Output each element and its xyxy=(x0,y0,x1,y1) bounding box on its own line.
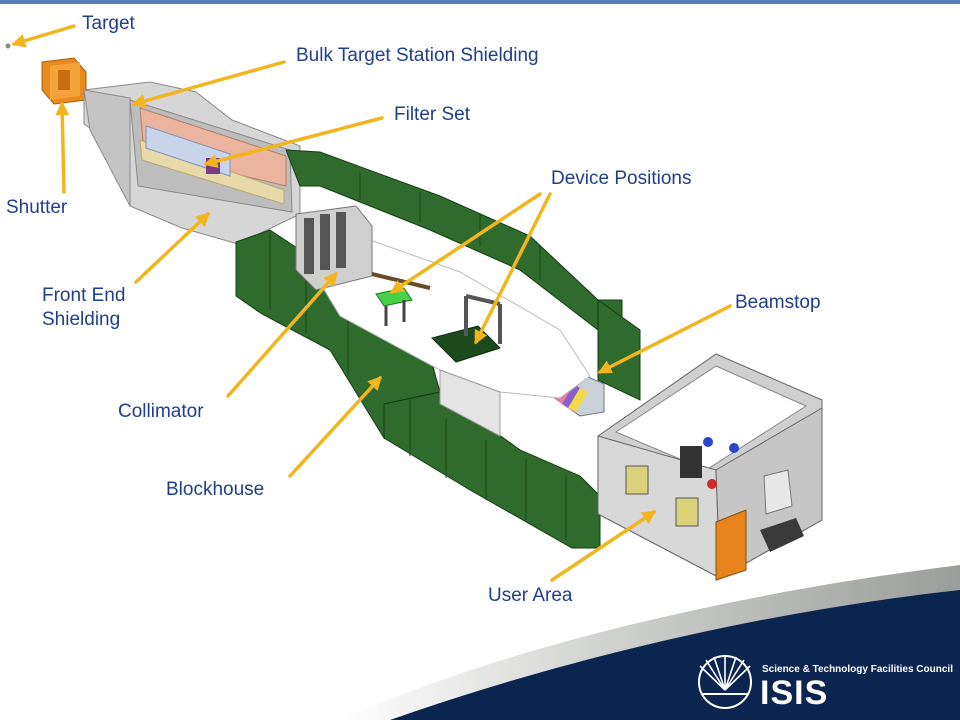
top-rule xyxy=(0,0,960,4)
isis-logo-icon xyxy=(698,655,752,709)
arrow-front-end xyxy=(134,212,211,284)
collimator xyxy=(295,205,431,291)
arrow-device-2 xyxy=(474,192,552,345)
shutter-block xyxy=(41,57,87,105)
blockhouse-floor xyxy=(299,239,591,437)
label-blockhouse: Blockhouse xyxy=(166,479,265,500)
target-marker xyxy=(5,43,11,49)
label-bulk-shielding: Bulk Target Station Shielding xyxy=(296,45,539,66)
label-front-end-line2: Shielding xyxy=(42,309,121,330)
arrow-filter-set xyxy=(203,116,384,168)
arrow-bulk-shielding xyxy=(131,60,286,108)
arrow-user-area xyxy=(550,510,657,582)
label-front-end: Front End Shielding xyxy=(42,284,162,332)
label-collimator: Collimator xyxy=(118,401,204,422)
council-name: Science & Technology Facilities Council xyxy=(762,664,953,675)
user-area xyxy=(597,353,823,581)
bottom-swoosh xyxy=(340,565,960,720)
label-shutter: Shutter xyxy=(6,197,68,218)
label-front-end-line1: Front End xyxy=(42,285,126,306)
label-filter-set: Filter Set xyxy=(394,104,471,125)
arrow-target xyxy=(11,24,76,48)
isis-logo-text: ISIS xyxy=(760,674,829,712)
label-beamstop: Beamstop xyxy=(735,292,821,313)
bulk-shielding xyxy=(83,81,301,245)
arrow-shutter xyxy=(55,101,70,194)
label-device-positions: Device Positions xyxy=(551,168,692,189)
arrow-beamstop xyxy=(597,304,732,374)
arrow-blockhouse xyxy=(288,375,382,478)
arrow-device-1 xyxy=(389,192,542,294)
label-target: Target xyxy=(82,13,135,34)
bottom-band xyxy=(390,590,960,720)
arrow-collimator xyxy=(226,271,338,398)
blockhouse-walls xyxy=(235,149,641,549)
label-user-area: User Area xyxy=(488,585,573,606)
